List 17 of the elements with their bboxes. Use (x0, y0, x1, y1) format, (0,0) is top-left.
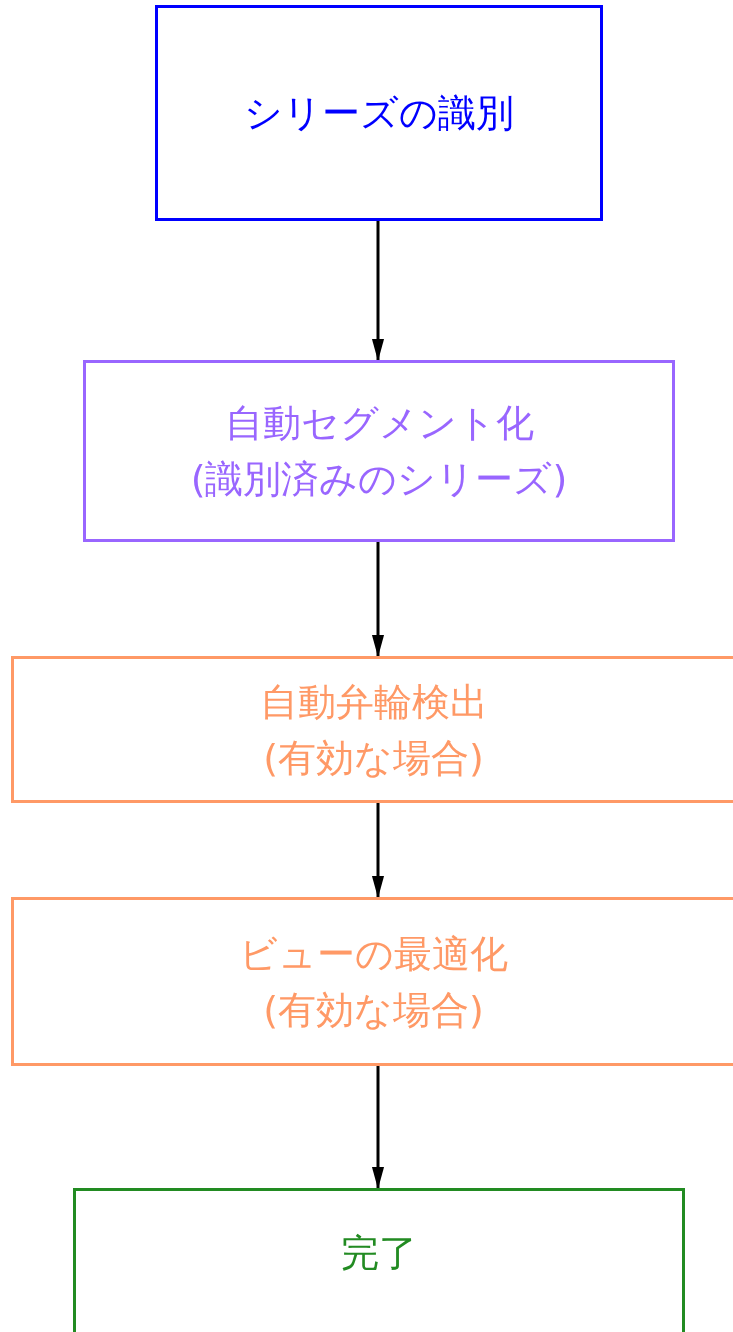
box-title: ビューの最適化 (239, 930, 508, 978)
box-note: (有効な場合) (263, 734, 484, 782)
box-note: (有効な場合) (263, 986, 484, 1034)
arrow (371, 1065, 385, 1189)
box-title: 自動セグメント化 (224, 400, 534, 447)
box-title: 完了 (341, 1230, 417, 1277)
box-title: 自動弁輪検出 (259, 678, 488, 726)
box-title: シリーズの識別 (244, 90, 514, 137)
box-note: (識別済みのシリーズ) (190, 456, 568, 503)
process-box (155, 5, 603, 221)
arrow (371, 802, 385, 898)
process-box (73, 1188, 685, 1332)
process-box (11, 897, 733, 1066)
process-box (83, 360, 675, 542)
arrow (371, 220, 385, 361)
process-box (11, 656, 733, 803)
arrow (371, 541, 385, 657)
